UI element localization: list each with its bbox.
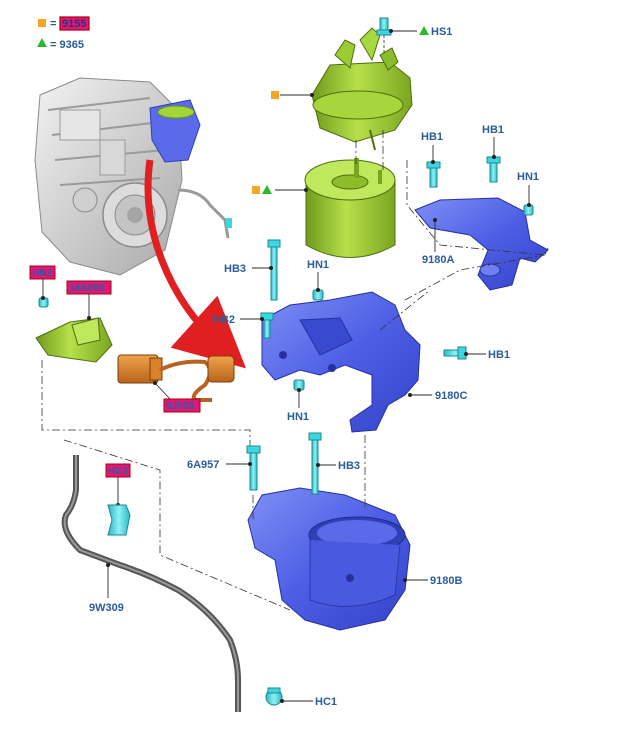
- legend-9365-label: = 9365: [50, 39, 84, 51]
- callout-hb1-mid: HB1: [488, 349, 510, 361]
- callout-6a957: 6A957: [187, 459, 219, 471]
- callout-9180b: 9180B: [430, 575, 462, 587]
- hb1-bolt-mid: [443, 346, 467, 360]
- callout-hb2: HB2: [213, 314, 235, 326]
- fuel-filter-head: [311, 27, 413, 151]
- callout-hn1-top-right: HN1: [517, 171, 539, 183]
- connector-9j508: [117, 354, 235, 402]
- callout-14a099: 14A099: [69, 283, 104, 294]
- hb1-fastener-left: [426, 161, 441, 188]
- orange-square-icon: [252, 186, 260, 194]
- engine-illustration-icon: [34, 77, 232, 276]
- callout-hn1-mid: HN1: [307, 259, 329, 271]
- callout-hb1-right: HB1: [482, 124, 504, 136]
- bracket-9180c: [261, 291, 421, 433]
- hb3-stud-top: [267, 239, 281, 301]
- callout-hc1: HC1: [315, 696, 337, 708]
- hc2-clip: [107, 504, 131, 536]
- housing-9180b: [247, 487, 411, 631]
- callout-hn1-bottom: HN1: [287, 411, 309, 423]
- callout-9180a: 9180A: [422, 254, 454, 266]
- legend-highlight-box: [59, 16, 90, 31]
- fuel-filter-element: [304, 158, 396, 258]
- hose-9w309: [61, 455, 241, 712]
- hb2-bolt: [260, 312, 274, 339]
- hs1-fastener: [376, 17, 392, 55]
- callout-hb3-top: HB3: [224, 263, 246, 275]
- legend: = 9155 = 9365: [37, 16, 90, 51]
- green-triangle-icon: [262, 185, 272, 194]
- callout-hn2: HN2: [32, 268, 52, 279]
- callout-hs1: HS1: [431, 26, 452, 38]
- callout-9w309: 9W309: [89, 602, 124, 614]
- callout-9180c: 9180C: [435, 390, 467, 402]
- svg-text:=: =: [50, 18, 56, 30]
- hb1-fastener-right: [486, 156, 501, 183]
- orange-square-icon: [271, 91, 279, 99]
- green-triangle-icon: [37, 38, 47, 47]
- callout-hc2: HC2: [108, 466, 128, 477]
- callout-hb3-bottom: HB3: [338, 460, 360, 472]
- callout-hb1-left: HB1: [421, 131, 443, 143]
- hc1-clip: [265, 687, 283, 706]
- callout-9j508: 9J508: [166, 401, 194, 412]
- p9j508-highlight-box: [163, 398, 201, 413]
- bracket-9180a: [414, 197, 549, 291]
- green-triangle-icon: [419, 26, 429, 35]
- legend-9155-label: 9155: [62, 18, 86, 30]
- stud-6a957: [246, 445, 261, 491]
- sensor-bracket-14a099: [35, 317, 113, 363]
- orange-square-icon: [38, 19, 46, 27]
- hn2-highlight-box: [29, 265, 56, 280]
- red-arrow-icon: [144, 159, 247, 369]
